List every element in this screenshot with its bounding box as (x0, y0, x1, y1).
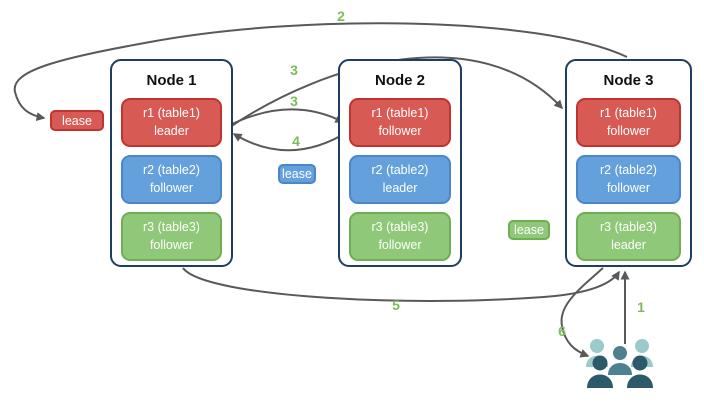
replica-name: r3 (table3) (143, 220, 200, 234)
node-2-replica-r3: r3 (table3) follower (349, 212, 451, 261)
replica-role: follower (149, 180, 194, 195)
replica-name: r3 (table3) (600, 220, 657, 234)
node-2-replica-r2: r2 (table2) leader (349, 155, 451, 204)
replica-name: r1 (table1) (143, 106, 200, 120)
replica-name: r1 (table1) (600, 106, 657, 120)
step-label-6: 6 (558, 323, 566, 339)
replica-role: follower (149, 237, 194, 252)
replica-role: leader (611, 237, 646, 252)
step-label-2: 2 (337, 8, 345, 24)
lease-label-table3: lease (508, 220, 550, 240)
node-1-replica-r2: r2 (table2) follower (121, 155, 222, 204)
arrow-step5-node1-to-node3 (182, 267, 620, 302)
node-2-title: Node 2 (374, 72, 425, 89)
replica-role: follower (606, 123, 651, 138)
replica-name: r2 (table2) (143, 163, 200, 177)
node-3-replica-r2: r2 (table2) follower (576, 155, 681, 204)
node-1: Node 1 r1 (table1) leader r2 (table2) fo… (110, 59, 233, 267)
replica-role: follower (378, 123, 422, 138)
replica-role: leader (154, 123, 189, 138)
replica-name: r3 (table3) (371, 220, 429, 234)
lease-label-table2: lease (278, 164, 316, 184)
lease-label-table1: lease (50, 110, 104, 131)
replica-role: follower (606, 180, 651, 195)
step-label-5: 5 (392, 297, 400, 313)
arrow-step6-node3-to-users (560, 267, 604, 358)
node-3-title: Node 3 (603, 72, 654, 89)
node-1-replica-r1: r1 (table1) leader (121, 98, 222, 147)
step-label-3-to-node2: 3 (290, 93, 298, 109)
replica-name: r1 (table1) (371, 106, 429, 120)
step-label-4: 4 (292, 133, 300, 149)
node-3-replica-r1: r1 (table1) follower (576, 98, 681, 147)
replica-role: follower (378, 237, 422, 252)
step-label-1: 1 (637, 299, 645, 315)
arrow-step4-node2-to-node1 (232, 130, 350, 152)
replica-role: leader (382, 180, 418, 195)
node-1-title: Node 1 (146, 72, 197, 89)
node-3-replica-r3: r3 (table3) leader (576, 212, 681, 261)
node-3: Node 3 r1 (table1) follower r2 (table2) … (565, 59, 692, 267)
replica-name: r2 (table2) (600, 163, 657, 177)
step-label-3-to-node3: 3 (290, 62, 298, 78)
node-2-replica-r1: r1 (table1) follower (349, 98, 451, 147)
arrow-step3-node1-to-node2 (227, 108, 345, 127)
node-1-replica-r3: r3 (table3) follower (121, 212, 222, 261)
node-2: Node 2 r1 (table1) follower r2 (table2) … (338, 59, 462, 267)
replica-name: r2 (table2) (371, 163, 429, 177)
arrow-step2-node3-to-lease1 (13, 22, 628, 122)
